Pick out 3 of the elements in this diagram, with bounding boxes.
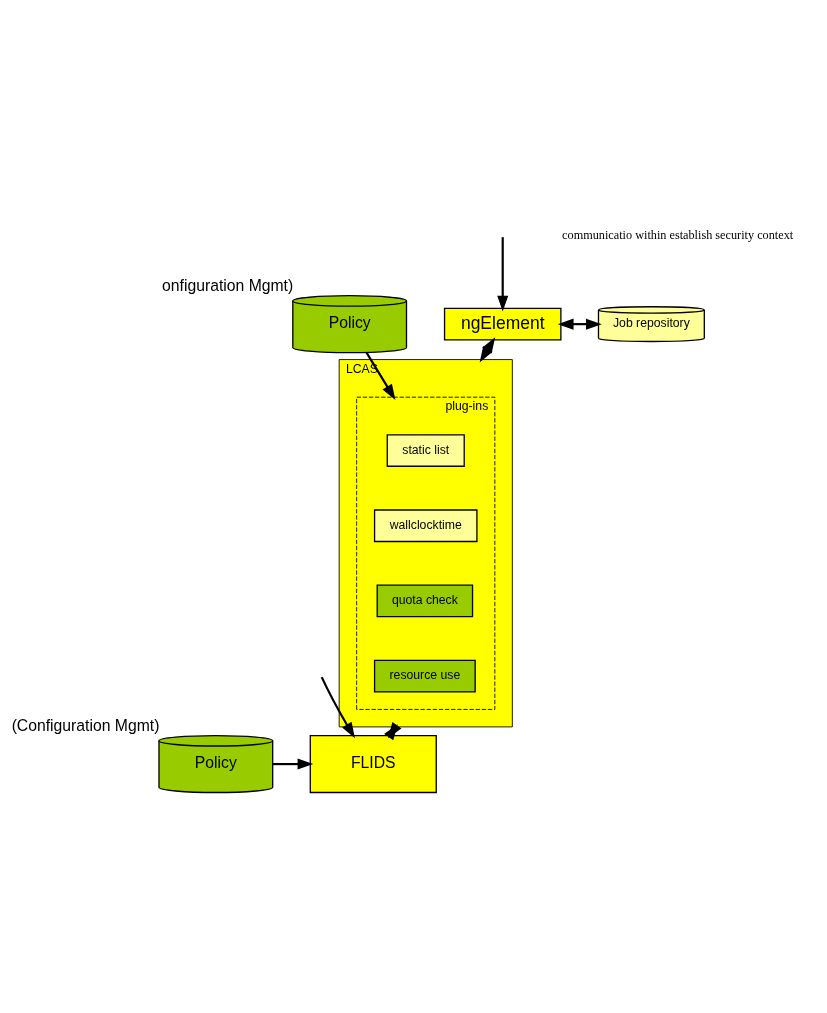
node-label: (Configuration Mgmt) [11,716,160,734]
label: communicatio within establish security context [562,228,794,243]
node-label: onfiguration Mgmt) [162,276,294,294]
